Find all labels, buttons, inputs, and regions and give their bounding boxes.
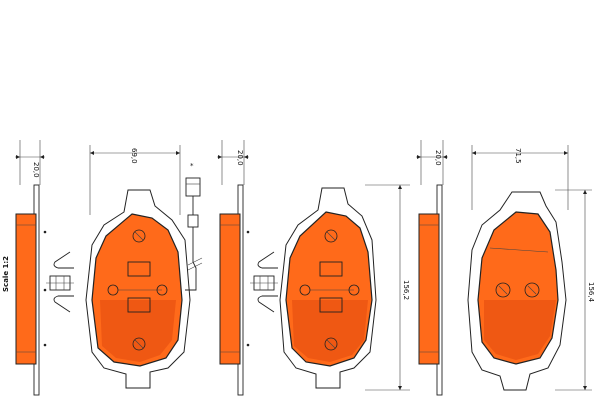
pad-3-width-dimension: 71,5 bbox=[471, 145, 569, 210]
pad-2-spring-clip bbox=[250, 251, 278, 313]
pad-3-thickness-label: 20,0 bbox=[434, 150, 442, 166]
pad-2-group: 20,0 bbox=[217, 140, 410, 396]
pad-2-thickness-dimension: 20,0 bbox=[217, 140, 249, 185]
pad-2-side-view bbox=[219, 184, 250, 396]
pad-1-group: 20,0 69,0 bbox=[15, 140, 203, 396]
scale-label: Scale 1:2 bbox=[2, 256, 10, 292]
pad-1-thickness-label: 20,0 bbox=[32, 162, 40, 178]
pad-3-thickness-dimension: 20,0 bbox=[416, 140, 448, 185]
pad-3-height-dimension: 156,4 bbox=[555, 189, 595, 391]
pad-3-height-label: 156,4 bbox=[587, 282, 595, 303]
pad-3-front-view bbox=[467, 191, 567, 391]
pad-1-front-view bbox=[85, 189, 191, 389]
pad-1-spring-clip bbox=[46, 251, 74, 313]
pad-2-height-label: 156,2 bbox=[402, 280, 410, 300]
pad-2-height-dimension: 156,2 bbox=[365, 184, 410, 391]
pad-3-group: 20,0 71,5 bbox=[416, 140, 595, 396]
pad-1-side-view bbox=[15, 184, 47, 396]
pad-3-side-view bbox=[418, 184, 443, 396]
pad-1-sensor-note: * bbox=[190, 162, 194, 170]
pad-2-front-view bbox=[279, 187, 377, 389]
pad-1-width-label: 69,0 bbox=[130, 148, 138, 164]
pad-1-width-dimension: 69,0 bbox=[89, 145, 181, 215]
pad-1-thickness-dimension: 20,0 bbox=[15, 140, 45, 185]
pad-2-thickness-label: 20,0 bbox=[236, 150, 244, 166]
pad-3-width-label: 71,5 bbox=[514, 148, 522, 164]
pad-1-wear-sensor: * bbox=[185, 162, 203, 291]
